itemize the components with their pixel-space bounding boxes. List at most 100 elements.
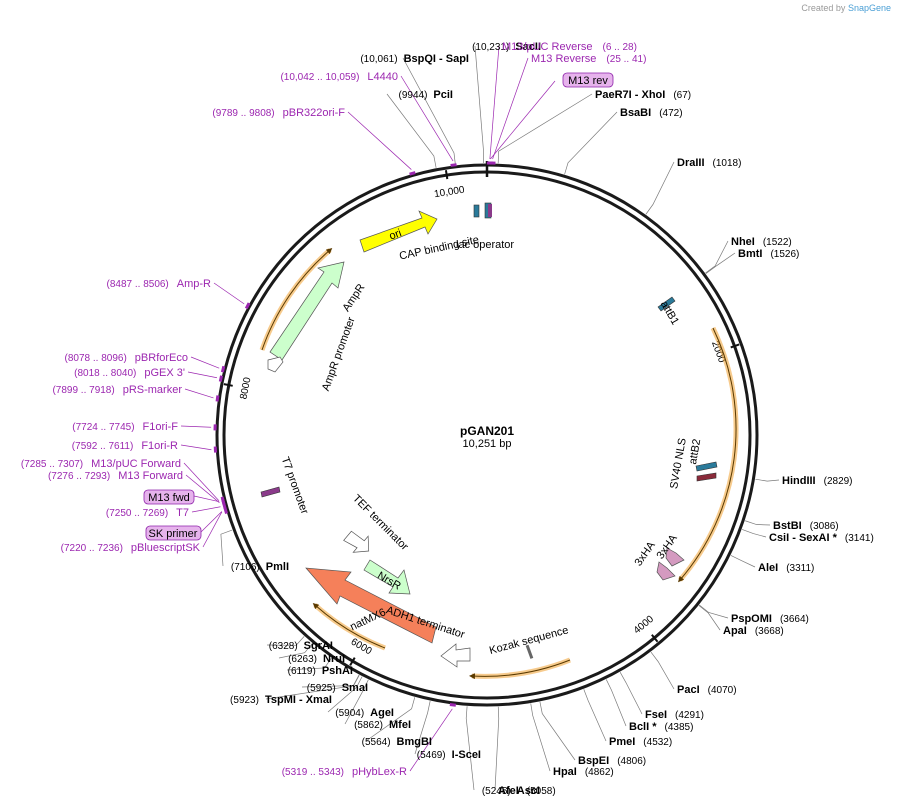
enzyme-label: (5245)AscI (482, 785, 540, 797)
enzyme-label: BstBI(3086) (773, 520, 839, 532)
natmx6-arrow (305, 567, 437, 644)
t7-promoter-mark (260, 486, 281, 498)
primer-pill (145, 525, 202, 541)
enzyme-label: (5862)MfeI (354, 719, 411, 731)
primer-mark (244, 302, 251, 310)
ampr-label: AmpR (340, 282, 367, 314)
enzyme-label: BmtI(1526) (738, 248, 799, 260)
pill-leader (193, 495, 220, 503)
enzyme-label: (7106)PmlI (231, 561, 289, 573)
enzyme-label: AleI(3311) (758, 562, 814, 574)
tick-mark (651, 634, 659, 643)
enzyme-label: HindIII(2829) (782, 475, 853, 487)
enzyme-leader (730, 555, 756, 568)
enzyme-label: BspEI(4806) (578, 755, 646, 767)
primer-label: (8018 .. 8040)pGEX 3' (74, 367, 185, 379)
primer-leader (347, 111, 412, 170)
primer-mark (213, 446, 218, 453)
primer-leader (190, 356, 220, 369)
orange-feature-arcs (259, 248, 739, 680)
natmx-arc-line (312, 603, 386, 649)
primer-pill-label: M13 rev (568, 75, 608, 87)
pill-leader (490, 80, 556, 160)
sv40-arc-line (678, 327, 737, 583)
enzyme-label: CsiI - SexAI *(3141) (769, 532, 874, 544)
tick-label: 8000 (238, 376, 253, 400)
enzyme-leader (365, 697, 416, 742)
adh1-terminator-arrow (440, 643, 471, 668)
primer-mark (215, 395, 220, 402)
enzyme-label: PacI(4070) (677, 684, 737, 696)
3xha-arrow-2 (656, 561, 676, 581)
primer-leader (183, 462, 220, 501)
enzyme-leader (266, 636, 305, 646)
ampr-promoter-label: AmpR promoter (320, 315, 358, 392)
enzyme-leader (605, 679, 627, 727)
enzyme-label: (6263)NruI (288, 653, 345, 665)
enzyme-label: (5469)I-SceI (417, 749, 481, 761)
enzyme-leader (539, 701, 576, 761)
enzyme-leader (564, 111, 618, 175)
sv40-nls-label: SV40 NLS (668, 437, 689, 490)
lac-operator-mark-2 (488, 204, 492, 217)
primer-mark (220, 365, 226, 373)
primer-leader (185, 474, 220, 503)
primer-label: (8487 .. 8506)Amp-R (107, 278, 212, 290)
kozak-mark (525, 644, 534, 659)
tick-mark (444, 170, 449, 180)
enzyme-leader (286, 657, 332, 671)
primer-mark (218, 375, 224, 382)
enzyme-label: (5564)BmgBI (362, 736, 432, 748)
enzyme-leader (650, 651, 675, 690)
primer-pill (143, 489, 195, 505)
ori-arrow (359, 210, 438, 253)
primer-pill (562, 72, 614, 88)
primer-leader (489, 45, 500, 160)
attb2-label: attB2 (687, 438, 703, 465)
primer-label: (7899 .. 7918)pRS-marker (52, 384, 182, 396)
primer-label: (7220 .. 7236)pBluescriptSK (61, 542, 201, 554)
primer-mark (449, 702, 456, 707)
enzyme-leader (465, 706, 475, 791)
enzyme-label: (9944)PciI (399, 89, 453, 101)
sv40-nls-mark (695, 461, 718, 472)
enzyme-label: NheI(1522) (731, 236, 792, 248)
primer-pill-label: M13 fwd (148, 492, 190, 504)
ampr-arrow (269, 261, 345, 361)
enzyme-label: BsaBI(472) (620, 107, 683, 119)
primer-label: M13 Reverse(25 .. 41) (531, 53, 646, 65)
3xha-arrow-1 (665, 547, 685, 567)
enzyme-label: (5925)SmaI (307, 682, 368, 694)
enzyme-leader (645, 161, 675, 215)
attb1-mark (657, 296, 676, 312)
primer-label: (7276 .. 7293)M13 Forward (48, 470, 183, 482)
enzyme-leader (699, 604, 729, 619)
snapgene-logo-text: SnapGene (847, 3, 891, 13)
ori-label: ori (388, 227, 404, 242)
cap-binding-site-mark (473, 204, 480, 218)
primer-leader (409, 708, 453, 772)
primer-label: (10,042 .. 10,059)L4440 (280, 71, 398, 83)
primer-leader (180, 425, 212, 428)
enzyme-leader (497, 93, 593, 164)
primer-label: (7285 .. 7307)M13/pUC Forward (21, 458, 181, 470)
plasmid-length: 10,251 bp (463, 438, 512, 450)
primer-leader (180, 444, 212, 451)
enzyme-leader (327, 676, 363, 713)
nrsr-label: NrsR (375, 570, 403, 593)
primer-leader (202, 511, 223, 548)
primer-label: (9789 .. 9808)pBR322ori-F (212, 107, 345, 119)
enzyme-label: FseI(4291) (645, 709, 704, 721)
lac-operator-label: lac operator (456, 239, 514, 251)
enzyme-label: (10,231)SacII (472, 41, 541, 53)
enzyme-label: PmeI(4532) (609, 736, 672, 748)
primer-leader (492, 57, 529, 160)
primer-label: M13/pUC Reverse(6 .. 28) (502, 41, 637, 53)
enzyme-label: BclI *(4385) (629, 721, 693, 733)
enzyme-label: (5923)TspMI - XmaI (230, 694, 332, 706)
nrsr-arrow (363, 559, 411, 595)
ampr-promoter-arrow (267, 356, 284, 373)
enzyme-leader (344, 679, 369, 725)
